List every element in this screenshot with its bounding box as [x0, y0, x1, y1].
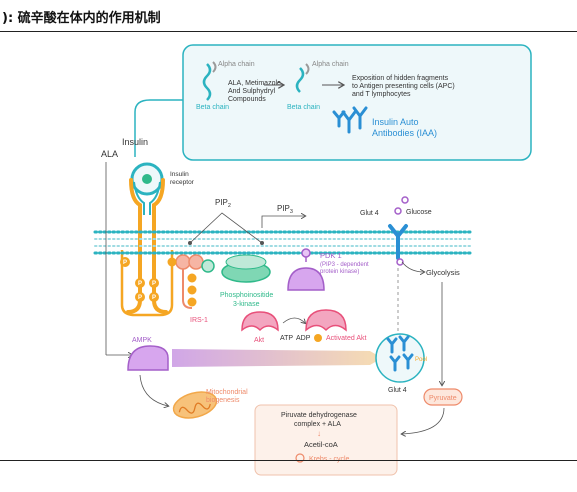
header-rule: [0, 31, 577, 32]
irs1-label: IRS-1: [190, 317, 208, 324]
glycolysis-label: Glycolysis: [426, 268, 460, 277]
ala-label: ALA: [101, 149, 118, 159]
glut4-top-label: Glut 4: [360, 210, 379, 217]
ampk-to-mito-arrow: [139, 374, 168, 406]
glut4-bottom-label: Glut 4: [388, 387, 407, 394]
pi3k-icon: [221, 254, 271, 283]
pip2-lines: [189, 212, 263, 244]
pdk1-label-2: (PIP3 - dependent: [320, 262, 369, 268]
receptor-inner-icon: [133, 181, 161, 215]
ampk-to-glut4-arrow: [172, 349, 382, 367]
pip3-arrow: [261, 216, 305, 228]
activated-akt-phosphate-icon: [314, 334, 322, 342]
phosphate-label: P: [152, 295, 156, 301]
krebs-cycle-icon: [295, 453, 305, 463]
ampk-label: AMPK: [132, 337, 152, 344]
ampk-icon: [127, 345, 169, 371]
glucose-molecule-icon: [396, 258, 404, 266]
pyruvate-label: Pyruvate: [429, 395, 457, 402]
insulin-core-icon: [142, 174, 152, 184]
atp-label: ATP: [280, 335, 293, 342]
pi3k-label: Phosphoinositide: [220, 292, 273, 299]
alpha-chain-label: Alpha chain: [218, 61, 255, 68]
pdk1-icon: [287, 267, 325, 291]
pyruvate-to-pdh-arrow: [402, 407, 445, 434]
phosphate-label: P: [138, 281, 142, 287]
pdk1-label: PDK 1: [320, 251, 342, 260]
pip3-label: PIP3: [277, 204, 293, 215]
phosphate-label: P: [152, 281, 156, 287]
pdh-label: Piruvate dehydrogenase: [281, 412, 357, 419]
akt-label: Akt: [254, 337, 264, 344]
receptor-bracket-icon: [120, 250, 174, 317]
glucose-label: Glucose: [406, 209, 432, 216]
insulin-chains-split-icon: [295, 63, 310, 93]
pdk1-label-3: protein kinase): [320, 269, 359, 275]
phosphate-label: P: [138, 295, 142, 301]
phosphate-label: P: [123, 260, 127, 266]
header: ): 硫辛酸在体内的作用机制: [0, 0, 577, 32]
insulin-chains-icon: [202, 61, 217, 101]
mitochondrion-icon: [172, 391, 218, 419]
glucose-molecule-icon: [394, 207, 402, 215]
akt-icon: [241, 311, 279, 332]
cell-membrane: [93, 230, 472, 255]
insulin-receptor-label: Insulin: [170, 171, 189, 178]
beta-chain-label-2: Beta chain: [287, 104, 320, 111]
akt-activation-arrow: [282, 317, 305, 323]
pdk1-head-icon: [301, 248, 311, 258]
activated-akt-icon: [305, 309, 347, 332]
antibody-icon: [332, 106, 368, 134]
acetil-label: Acetil-coA: [304, 440, 338, 449]
insulin-to-box-line: [134, 99, 183, 157]
alpha-chain-label-2: Alpha chain: [312, 61, 349, 68]
exposition-label: Exposition of hidden fragments: [352, 75, 449, 82]
glut4-pool-transporters-icon: [386, 335, 414, 372]
pyruvate-box: [423, 388, 463, 406]
receptor-phosphate-icons: [120, 257, 159, 302]
insulin-label: Insulin: [122, 137, 148, 147]
pip-dot: [188, 241, 192, 245]
iaa-label: Insulin Auto: [372, 117, 419, 127]
glucose-molecule-icon: [401, 196, 409, 204]
pdh-box: [254, 404, 398, 476]
iaa-box: [182, 44, 532, 161]
ala-compounds-label-2: And Sulphydryl: [228, 88, 276, 95]
pip2-label: PIP2: [215, 198, 231, 209]
exposition-label-3: and T lymphocytes: [352, 91, 411, 98]
glut4-transporter-icon: [388, 224, 408, 260]
page-title: ): 硫辛酸在体内的作用机制: [2, 11, 161, 26]
mito-label-2: biogenesis: [206, 397, 240, 404]
footer-rule: [0, 460, 577, 461]
pool-label: Pool: [415, 357, 427, 363]
adp-label: ADP: [296, 335, 311, 342]
mito-label: Mitochondrial: [206, 389, 248, 396]
activated-akt-label: Activated Akt: [326, 335, 367, 342]
irs1-complex-icon: [167, 254, 215, 309]
ala-compounds-label: ALA, Metimazole: [228, 80, 281, 87]
exposition-label-2: to Antigen presenting cells (APC): [352, 83, 455, 90]
krebs-label: Krebs - cycle: [309, 456, 350, 463]
pdh-arrow-down: ↓: [317, 429, 321, 438]
glycolysis-arrow: [401, 261, 424, 272]
beta-chain-label: Beta chain: [196, 104, 229, 111]
pi3k-label-2: 3-kinase: [233, 301, 260, 308]
iaa-label-2: Antibodies (IAA): [372, 128, 437, 138]
ala-compounds-label-3: Compounds: [228, 96, 266, 103]
pip-dot: [260, 241, 264, 245]
insulin-receptor-label-2: receptor: [170, 179, 195, 186]
pdh-label-2: complex + ALA: [294, 421, 341, 428]
